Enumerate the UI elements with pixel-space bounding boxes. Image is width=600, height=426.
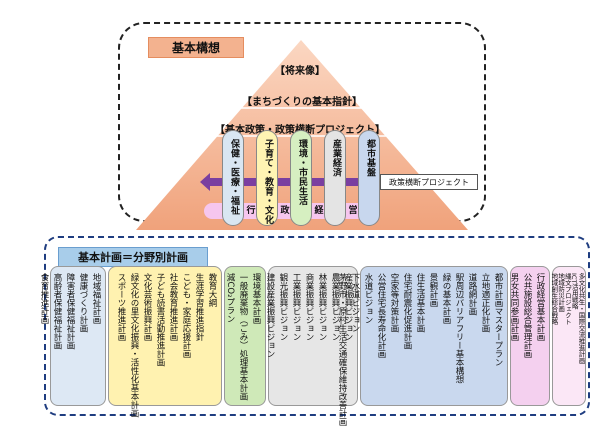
plan-item: 住宅耐震化促進計画 bbox=[402, 273, 412, 350]
plan-item: 環境基本計画 bbox=[251, 273, 261, 324]
plan-item: 子ども読書活動推進計画 bbox=[155, 273, 165, 367]
plan-item: 工業振興ビジョン bbox=[291, 273, 301, 341]
plan-item: 生涯学習推進指針 bbox=[194, 273, 204, 341]
plan-item: 林業振興ビジョン bbox=[317, 273, 327, 341]
vision-title: 基本構想 bbox=[148, 37, 244, 58]
pillar-environment: 環境・市民生活 bbox=[290, 130, 312, 226]
plan-item: 縄文プロジェクト bbox=[563, 273, 572, 325]
plan-item: 緑文化の里文化振興・活性化基本計画 bbox=[129, 273, 139, 418]
cross-project-label: 政策横断プロジェクト bbox=[380, 174, 478, 190]
plan-item: 地域防災計画 bbox=[556, 273, 565, 312]
plan-item: 障害者保健福祉計画 bbox=[65, 273, 75, 350]
plan-item: 都市計画マスタープラン bbox=[493, 273, 503, 367]
plan-item: 商業振興ビジョン bbox=[304, 273, 314, 341]
plan-item: 教育大綱 bbox=[207, 273, 217, 307]
band-char: 政 bbox=[280, 206, 290, 216]
plan-item: 一般廃棄物（ごみ）処理基本計画 bbox=[238, 273, 248, 401]
plan-item: 公共施設総合管理計画 bbox=[522, 273, 532, 358]
plan-column-urban: 都市計画マスタープラン 立地適正化計画 道路網計画 駅周辺バリアフリー基本構想 … bbox=[337, 266, 508, 426]
plan-item: スポーツ推進計画 bbox=[116, 273, 126, 341]
plan-column-environment: 環境基本計画 一般廃棄物（ごみ）処理基本計画 減CO₂プラン bbox=[224, 266, 266, 406]
plan-item: 減CO₂プラン bbox=[225, 273, 235, 324]
plan-item: ICT活用戦略 bbox=[570, 273, 579, 310]
plan-item: 多文化共生・国際交流推進計画 bbox=[577, 273, 585, 364]
plan-item: 観光振興ビジョン bbox=[278, 273, 288, 341]
plan-item: 茅野市・原村生活交通確保維持改善計画 bbox=[337, 273, 347, 426]
plan-item: 地域福祉計画 bbox=[91, 273, 101, 324]
plan-item: 高齢者保健福祉計画 bbox=[52, 273, 62, 350]
plan-column-cross-project: 多文化共生・国際交流推進計画 ICT活用戦略 縄文プロジェクト 地域防災計画 地… bbox=[549, 266, 586, 406]
plan-item: 建設産業振興ビジョン bbox=[265, 273, 275, 358]
band-char: 行 bbox=[246, 206, 256, 216]
plan-item: 文化芸術振興計画 bbox=[142, 273, 152, 341]
plan-column-industry: 産業振興ビジョン 農業振興ビジョン 林業振興ビジョン 商業振興ビジョン 工業振興… bbox=[265, 266, 358, 406]
band-char: 経 bbox=[314, 206, 324, 216]
pillar-childcare-education: 子育て・教育・文化 bbox=[256, 130, 278, 226]
plan-item: 健康づくり計画 bbox=[78, 273, 88, 333]
pillar-health-welfare: 保健・医療・福祉 bbox=[222, 130, 244, 226]
plan-item: 産業振興ビジョン bbox=[343, 273, 353, 341]
basic-plan-title: 基本計画＝分野別計画 bbox=[58, 247, 208, 267]
pillar-urban-infrastructure: 都市基盤 bbox=[358, 130, 380, 226]
tier-future-vision: 【将来像】 bbox=[275, 66, 325, 77]
tier-basic-guidelines: 【まちづくりの基本指針】 bbox=[242, 97, 362, 108]
plan-item: 水道ビジョン bbox=[363, 273, 373, 324]
plan-item: 立地適正化計画 bbox=[480, 273, 490, 333]
plan-item: 食育推進計画 bbox=[39, 273, 49, 324]
plan-item: こども・家庭応援計画 bbox=[181, 273, 191, 358]
plan-item: 農業振興ビジョン bbox=[330, 273, 340, 341]
plan-item: 社会教育推進計画 bbox=[168, 273, 178, 341]
plan-item: 駅周辺バリアフリー基本構想 bbox=[454, 273, 464, 384]
plan-item: 行政経営基本計画 bbox=[535, 273, 545, 341]
plan-column-education: 教育大綱 生涯学習推進指針 こども・家庭応援計画 社会教育推進計画 子ども読書活… bbox=[108, 266, 222, 418]
plan-item: 道路網計画 bbox=[467, 273, 477, 316]
plan-item: 公営住宅長寿命化計画 bbox=[376, 273, 386, 358]
plan-item: 男女共同参画計画 bbox=[509, 273, 519, 341]
plan-item: 緑の基本計画 bbox=[441, 273, 451, 324]
plan-item: 景観計画 bbox=[428, 273, 438, 307]
pillar-industry-economy: 産業経済 bbox=[324, 130, 346, 226]
plan-item: 下水道ビジョン bbox=[350, 273, 360, 333]
plan-column-administration: 行政経営基本計画 公共施設総合管理計画 男女共同参画計画 bbox=[509, 266, 550, 406]
band-char: 営 bbox=[348, 206, 358, 216]
plan-item: 住生活基本計画 bbox=[415, 273, 425, 333]
plan-item: 地域創生総合戦略 bbox=[549, 273, 558, 325]
plan-item: 空家等対策計画 bbox=[389, 273, 399, 333]
plan-column-health: 地域福祉計画 健康づくり計画 障害者保健福祉計画 高齢者保健福祉計画 食育推進計… bbox=[39, 266, 106, 406]
